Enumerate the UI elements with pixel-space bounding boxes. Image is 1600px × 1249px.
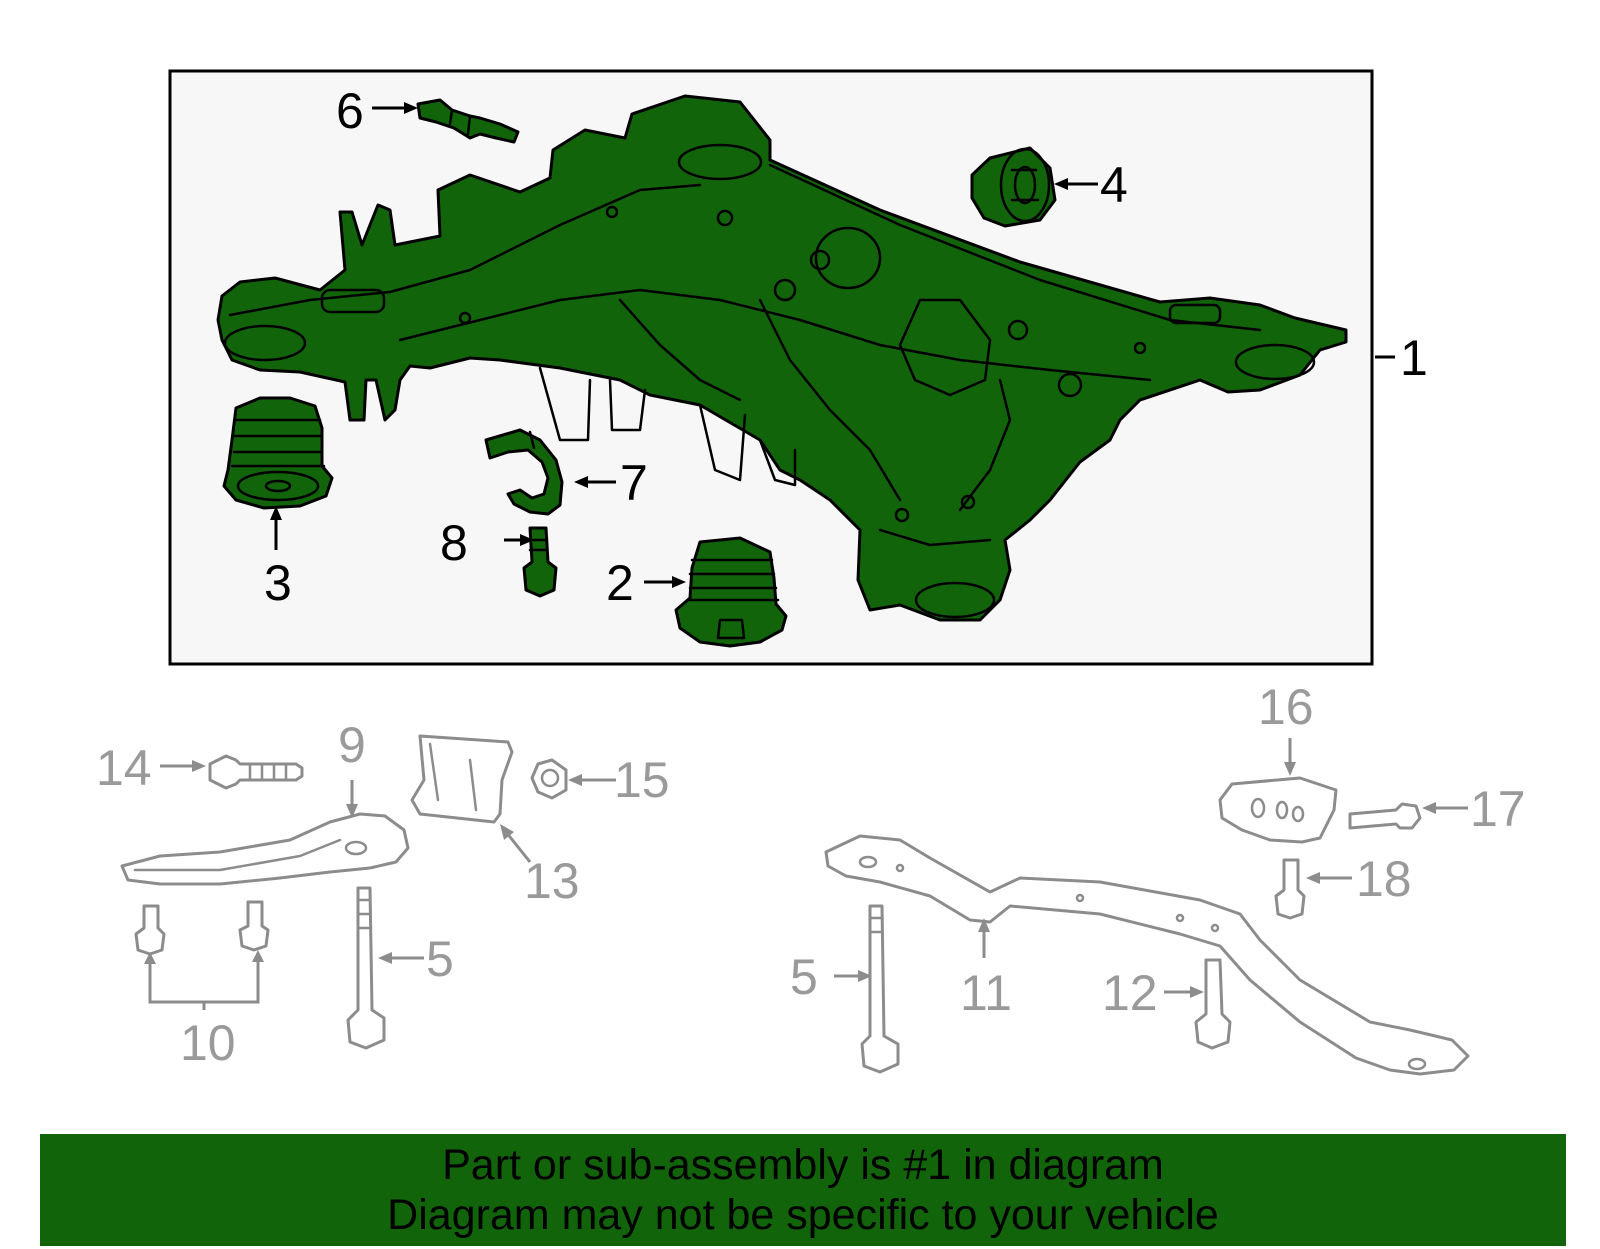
callout-16: 16	[1258, 679, 1314, 735]
long-bolt-5-left[interactable]	[346, 886, 386, 1050]
bolts-10-bracket-line	[148, 972, 260, 1004]
bolt-14[interactable]	[208, 754, 304, 790]
callout-14: 14	[96, 740, 152, 796]
callout-2: 2	[606, 555, 634, 611]
callout-8: 8	[440, 515, 468, 571]
callout-5-right: 5	[790, 949, 818, 1005]
callout-17: 17	[1470, 781, 1526, 837]
long-bolt-5-right[interactable]	[860, 904, 900, 1074]
callout-13: 13	[524, 853, 580, 909]
leader-arrows-grey	[144, 738, 1468, 998]
subframe-crossmember[interactable]	[216, 94, 1348, 622]
info-banner: Part or sub-assembly is #1 in diagram Di…	[40, 1134, 1566, 1246]
callout-7: 7	[620, 455, 648, 511]
stud-bolt-6[interactable]	[416, 98, 520, 144]
callout-9: 9	[338, 717, 366, 773]
nut-15[interactable]	[530, 758, 568, 800]
callout-12: 12	[1102, 965, 1158, 1021]
bolt-12[interactable]	[1194, 958, 1232, 1050]
callout-18: 18	[1356, 851, 1412, 907]
arm-9[interactable]	[120, 812, 410, 886]
bolts-10[interactable]	[134, 900, 270, 956]
banner-line-1: Part or sub-assembly is #1 in diagram	[442, 1141, 1164, 1189]
banner-line-2: Diagram may not be specific to your vehi…	[387, 1191, 1219, 1239]
u-bracket-7[interactable]	[484, 428, 564, 516]
bracket-13[interactable]	[410, 734, 514, 824]
leader-arrows-dark	[270, 102, 1395, 588]
bolt-17[interactable]	[1348, 802, 1422, 830]
bushing-3[interactable]	[222, 396, 334, 510]
bolt-8[interactable]	[522, 526, 558, 598]
callout-1: 1	[1400, 330, 1428, 386]
callout-6: 6	[336, 83, 364, 139]
callout-5-left: 5	[426, 931, 454, 987]
callout-15: 15	[614, 752, 670, 808]
bracket-plate-16[interactable]	[1218, 776, 1338, 844]
bushing-2[interactable]	[674, 536, 788, 648]
bolt-18[interactable]	[1274, 858, 1306, 920]
callout-4: 4	[1100, 157, 1128, 213]
bushing-4[interactable]	[970, 146, 1057, 228]
callout-11: 11	[960, 965, 1012, 1021]
callout-10: 10	[180, 1015, 236, 1071]
brace-11[interactable]	[824, 834, 1470, 1076]
callout-3: 3	[264, 555, 292, 611]
